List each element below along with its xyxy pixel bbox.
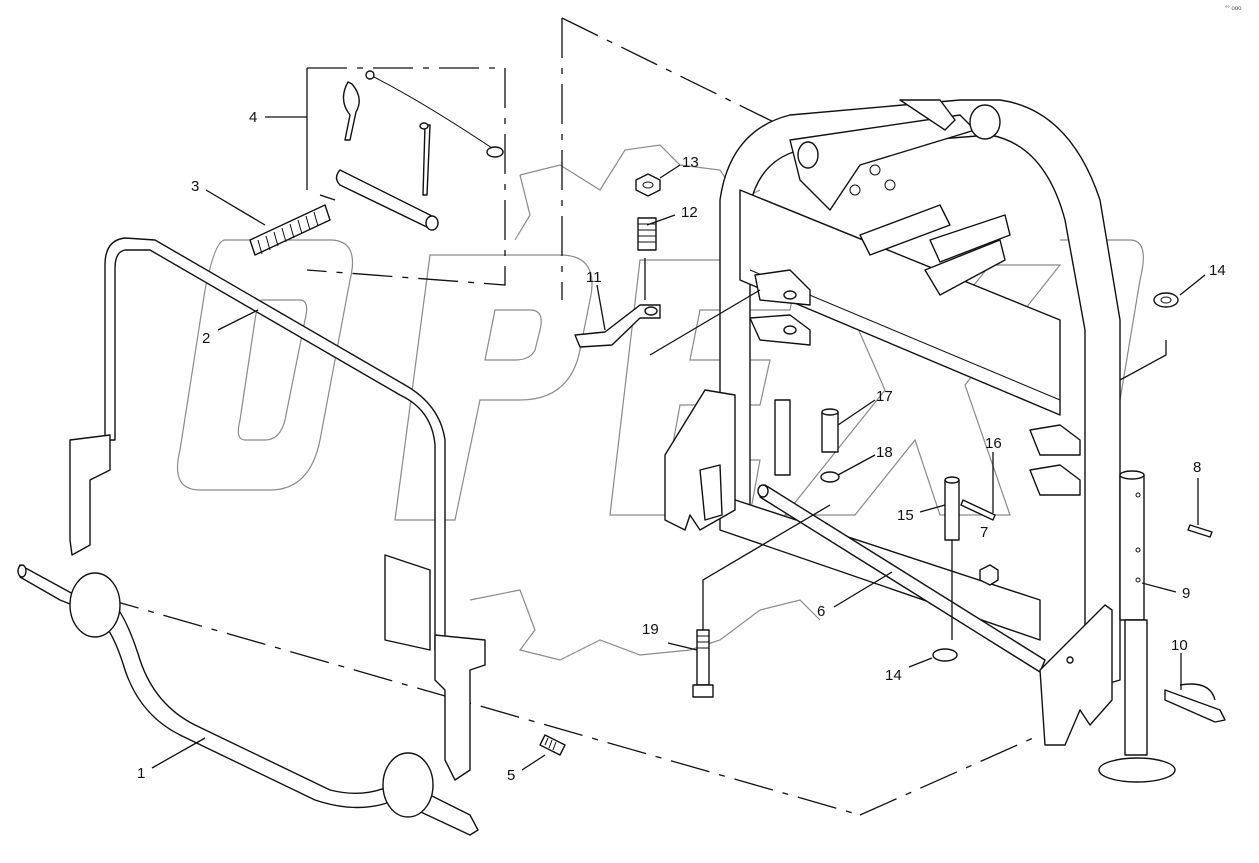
callout-2: 2 — [202, 330, 210, 347]
corner-mark: °° ooo — [1225, 6, 1242, 12]
hardware — [692, 292, 1213, 698]
callout-1: 1 — [137, 765, 145, 782]
guard-rail — [69, 237, 486, 781]
callout-14-bottom: 14 — [885, 667, 902, 684]
watermark — [176, 144, 1144, 661]
callout-12: 12 — [681, 204, 698, 221]
leader-lines — [151, 116, 1206, 771]
callouts: 1 2 3 4 5 6 7 8 9 10 11 12 13 14 14 15 1… — [137, 109, 1226, 784]
callout-13: 13 — [682, 154, 699, 171]
callout-15: 15 — [897, 507, 914, 524]
callout-4: 4 — [249, 109, 257, 126]
compression-spring — [637, 217, 657, 251]
main-frame — [719, 99, 1121, 691]
callout-18: 18 — [876, 444, 893, 461]
callout-10: 10 — [1171, 637, 1188, 654]
callout-9: 9 — [1182, 585, 1190, 602]
frame-left-bracket — [664, 269, 811, 531]
lock-nut-top — [635, 173, 661, 197]
cross-bar-axle — [17, 564, 479, 836]
callout-16: 16 — [985, 435, 1002, 452]
handle-pin — [1164, 683, 1226, 723]
pivot-bracket — [574, 304, 661, 348]
alignment-lines — [99, 17, 1041, 816]
carriage-bolt — [539, 734, 566, 756]
callout-5: 5 — [507, 767, 515, 784]
callout-7: 7 — [980, 524, 988, 541]
spring — [249, 204, 331, 256]
callout-8: 8 — [1193, 459, 1201, 476]
watermark-frame — [1060, 239, 1144, 521]
callout-17: 17 — [876, 388, 893, 405]
callout-3: 3 — [191, 178, 199, 195]
jack-stand — [1098, 470, 1176, 783]
callout-11: 11 — [586, 269, 602, 286]
callout-14-top: 14 — [1209, 262, 1226, 279]
frame-right-bracket — [1029, 424, 1113, 746]
watermark-letter-p — [394, 254, 593, 521]
callout-6: 6 — [817, 603, 825, 620]
callout-19: 19 — [642, 621, 659, 638]
hitch-pin-kit — [306, 68, 504, 231]
